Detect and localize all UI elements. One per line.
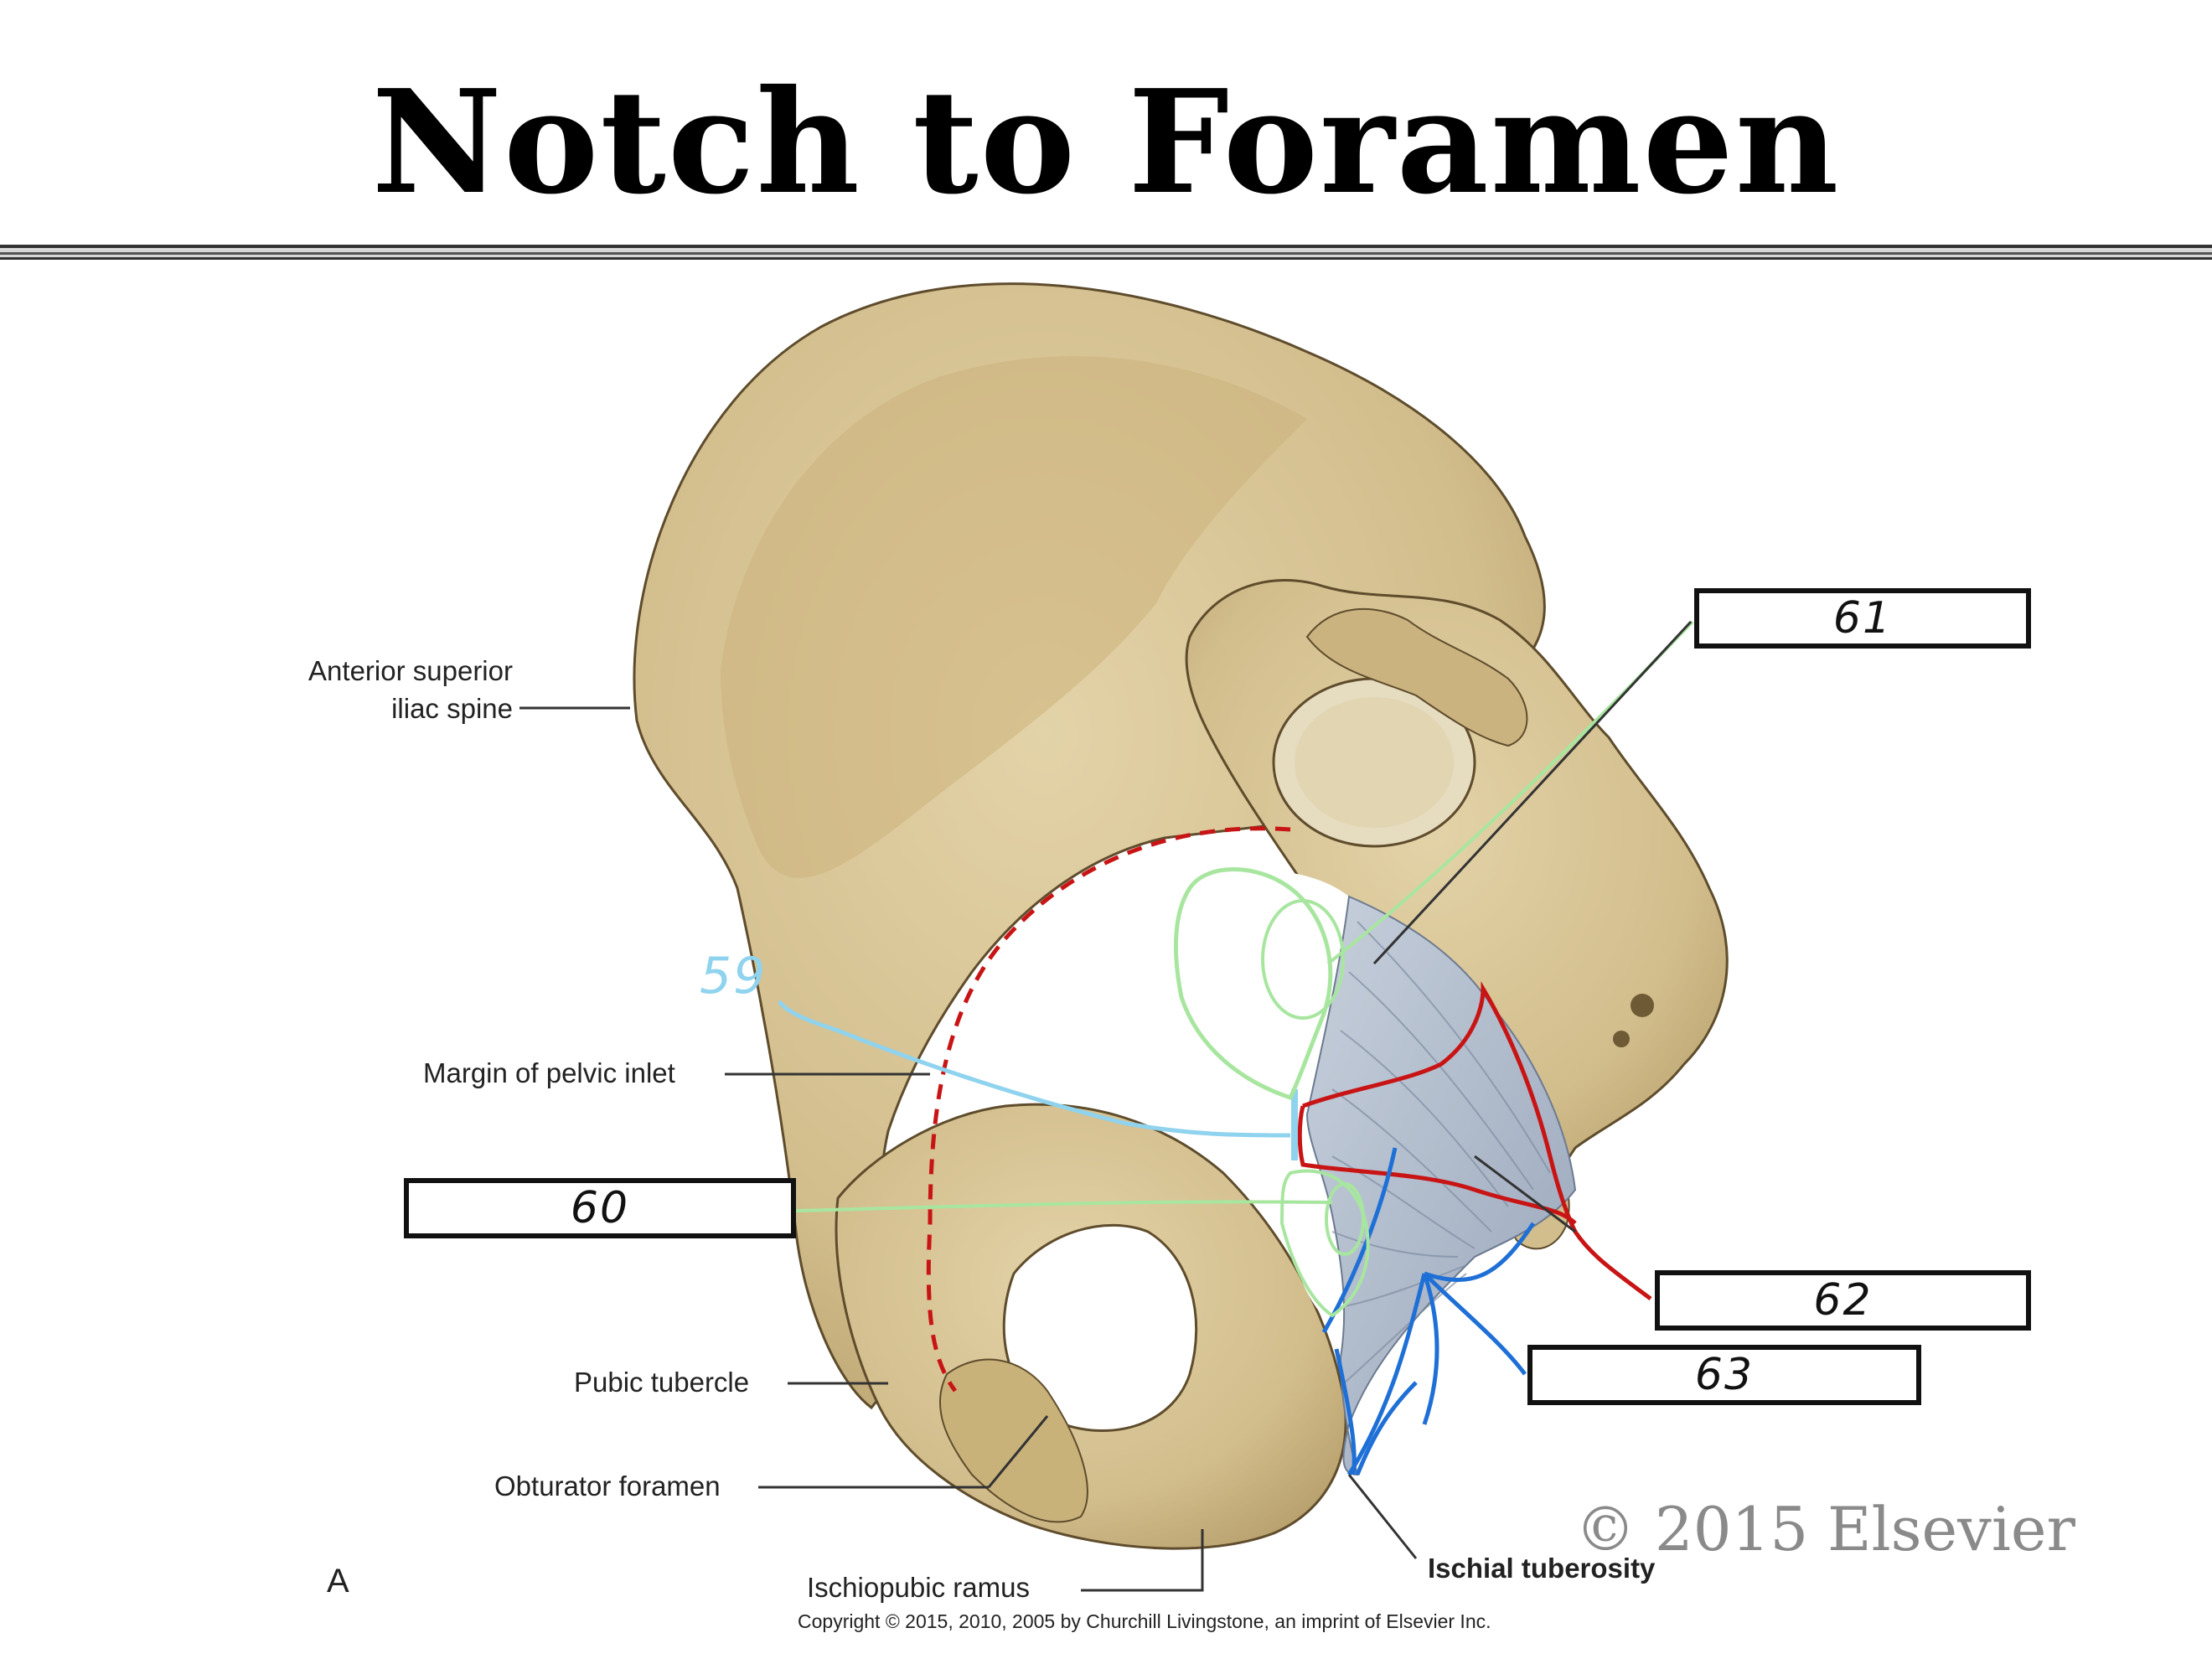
answer-box-62-text: 62 [1813, 1275, 1873, 1326]
copyright-notice: Copyright © 2015, 2010, 2005 by Churchil… [798, 1610, 1491, 1632]
annotation-59: 59 [700, 947, 767, 1005]
label-asis-line1: Anterior superior [308, 655, 513, 686]
green-leader-60 [795, 1200, 1333, 1212]
label-pubic-tubercle: Pubic tubercle [574, 1367, 750, 1398]
title-divider [0, 245, 2212, 260]
label-ischiopubic-ramus: Ischiopubic ramus [807, 1572, 1030, 1603]
iliac-fossa [721, 356, 1307, 878]
answer-box-62[interactable]: 62 [1655, 1270, 2031, 1331]
answer-box-63[interactable]: 63 [1527, 1345, 1921, 1405]
red-annotation-outline [1297, 980, 1652, 1301]
page-title: Notch to Foramen [371, 59, 1841, 226]
pubic-symphysis [939, 1358, 1088, 1523]
answer-box-63-text: 63 [1694, 1350, 1755, 1400]
greater-sciatic-foramen [1177, 870, 1349, 1107]
elsevier-watermark: © 2015 Elsevier [1575, 1494, 2075, 1564]
green-outline-greater [1173, 867, 1333, 1101]
answer-box-61-text: 61 [1832, 593, 1893, 643]
label-obturator-foramen: Obturator foramen [494, 1470, 721, 1501]
figure-letter: A [327, 1563, 349, 1600]
green-circle-61 [1261, 899, 1345, 1020]
leader-lines [519, 620, 1693, 1592]
label-margin-pelvic-inlet: Margin of pelvic inlet [423, 1057, 675, 1088]
light-blue-annotation-line [777, 1000, 1291, 1138]
label-asis-line2: iliac spine [391, 693, 513, 724]
vertebral-process [1305, 607, 1528, 747]
pelvic-inlet-dashed [926, 826, 1291, 1393]
answer-box-61[interactable]: 61 [1694, 588, 2031, 649]
answer-box-60[interactable]: 60 [404, 1178, 796, 1238]
green-outline-lesser [1279, 1169, 1370, 1318]
answer-box-60-text: 60 [570, 1183, 630, 1233]
label-ischial-tuberosity: Ischial tuberosity [1428, 1553, 1656, 1584]
green-circle-60 [1325, 1182, 1365, 1256]
